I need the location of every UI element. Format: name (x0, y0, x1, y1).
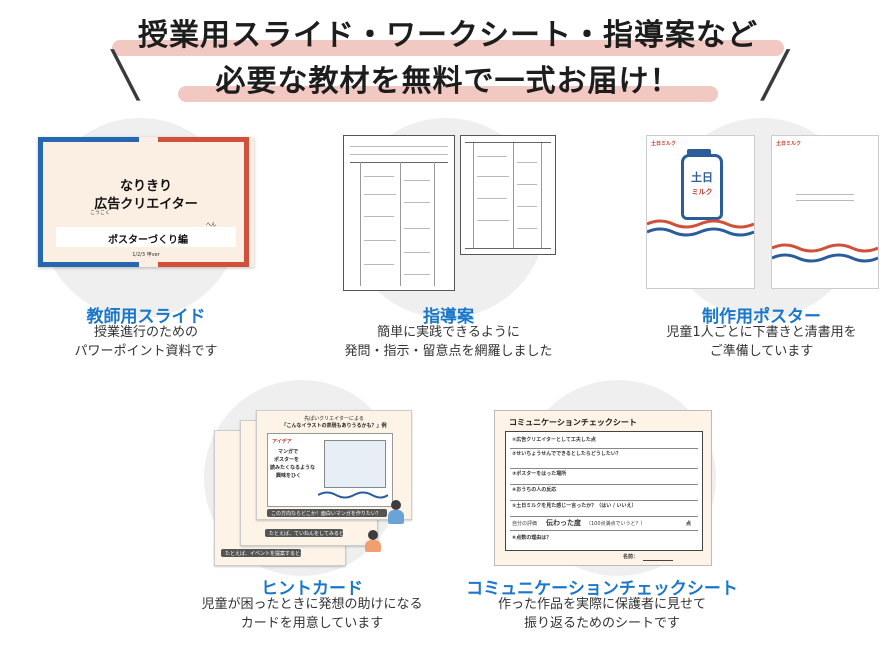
bottle-label-top: 土日 (691, 171, 713, 184)
hint-example-box: アイデア マンガで ポスターを 読みたくなるような 興味をひく (267, 433, 393, 507)
hint-idea-3: 読みたくなるような (270, 465, 316, 471)
hint-idea-label: アイデア (272, 439, 292, 445)
slide-frame-red (158, 137, 249, 267)
sheet-name-label: 名前： (623, 554, 639, 560)
item-title: 教師用スライド (86, 307, 206, 327)
poster-brand: 土日ミルク (776, 141, 802, 147)
item-desc-1: 簡単に実践できるように (377, 325, 520, 340)
hint-card-front: 先ぱいクリエイターによる 「こんなイラストの表現もありうるかも？」例 アイデア … (256, 410, 412, 520)
manga-illustration-icon (324, 440, 386, 488)
hint-head-1: 先ぱいクリエイターによる (304, 416, 364, 422)
slide-subtitle-box: ポスターづくり編 へん (56, 222, 236, 247)
sheet-rating-note: （100点満点でいうと？） (586, 521, 646, 527)
item-desc-2: 振り返るためのシートです (523, 616, 680, 631)
sheet-heading: コミュニケーションチェックシート (509, 418, 637, 427)
sheet-q3: ③ポスターをはった場所 (512, 471, 567, 477)
hint-line-b: たとえば、ていねんをしてみるとか。 (269, 531, 354, 537)
slide-ruby: こうこく (90, 210, 111, 216)
slide-title-1: なりきり (119, 179, 172, 194)
item-desc-2: ご準備しています (709, 344, 814, 359)
speech-line-left-icon: ╲ (112, 50, 139, 101)
bottle-label-bottom: ミルク (691, 188, 713, 196)
slide-title-2: 広告クリエイター (94, 197, 198, 212)
milk-bottle-icon: 土日 ミルク (681, 149, 723, 220)
header-banner: 授業用スライド・ワークシート・指導案など 必要な教材を無料で一式お届け！ ╲ ╱ (0, 0, 896, 110)
poster-brand: 土日ミルク (651, 141, 677, 147)
item-desc-1: 作った作品を実際に保護者に見せて (497, 597, 706, 612)
sheet-form: ①広告クリエイターとして工夫した点 ②せいちょうせんでできるとしたらどうしたい？… (505, 431, 703, 551)
item-title: 指導案 (423, 307, 474, 327)
highlight-bar (112, 40, 784, 56)
hint-idea-2: ポスターを (274, 457, 300, 463)
headline-line-2: 必要な教材を無料で一式お届け！ (215, 64, 681, 99)
item-desc-1: 授業進行のための (93, 325, 198, 340)
slide-thumbnail: なりきり 広告クリエイター こうこく ポスターづくり編 へん 1/2/3 甲ve… (38, 137, 254, 267)
item-title: ヒントカード (261, 579, 363, 599)
highlight-bar (178, 86, 718, 102)
item-desc-1: 児童1人ごとに下書きと清書用を (666, 325, 857, 340)
sheet-rating-unit: 点 (686, 521, 692, 527)
slide-subtitle: ポスターづくり編 (108, 235, 188, 246)
item-desc-2: 発問・指示・留意点を網羅しました (344, 344, 553, 359)
poster-draft: 土日ミルク 土日 ミルク (646, 135, 755, 289)
sheet-q4: ④おうちの人の反応 (512, 487, 557, 493)
student-character-icon (386, 500, 406, 526)
wave-decoration (318, 491, 388, 499)
sheet-rating-value: 伝わった度 (546, 519, 581, 527)
item-desc-1: 児童が困ったときに発想の助けになる (201, 597, 423, 612)
lesson-plan-page-1 (343, 135, 455, 291)
hint-line-a: この方向ならどこか！面白いマンガを作りたい？ (271, 511, 381, 517)
hint-idea-1: マンガで (278, 449, 299, 455)
slide-footer: 1/2/3 甲ver (132, 252, 160, 258)
wave-decoration (772, 243, 878, 263)
item-desc-2: カードを用意しています (240, 616, 384, 631)
poster-final: 土日ミルク (771, 135, 879, 289)
sheet-rating-label: 自分の評価 (512, 521, 538, 527)
sheet-q2: ②せいちょうせんでできるとしたらどうしたい？ (512, 451, 621, 457)
slide-ruby-2: へん (206, 222, 217, 228)
sheet-q5: ⑤土日ミルクを見た感じ一言ったか？（はい / いいえ） (512, 503, 637, 509)
hint-line-c: たとえば、イベントを提案するとか。 (225, 551, 310, 557)
headline-line-1: 授業用スライド・ワークシート・指導案など (138, 18, 758, 53)
sheet-q1: ①広告クリエイターとして工夫した点 (512, 437, 596, 443)
item-desc-2: パワーポイント資料です (74, 344, 218, 359)
item-title: 制作用ポスター (702, 307, 821, 327)
sheet-q6: ⑥点数の理由は？ (512, 535, 552, 541)
wave-decoration (647, 219, 754, 237)
speech-line-right-icon: ╱ (762, 50, 789, 101)
hint-head-2: 「こんなイラストの表現もありうるかも？」例 (281, 423, 387, 429)
student-character-icon (364, 530, 382, 552)
lesson-plan-page-2 (460, 135, 556, 255)
check-sheet-thumbnail: コミュニケーションチェックシート ①広告クリエイターとして工夫した点 ②せいちょ… (494, 410, 712, 566)
item-title: コミュニケーションチェックシート (466, 579, 738, 599)
slide-frame-blue (38, 137, 139, 267)
hint-idea-4: 興味をひく (276, 473, 302, 479)
